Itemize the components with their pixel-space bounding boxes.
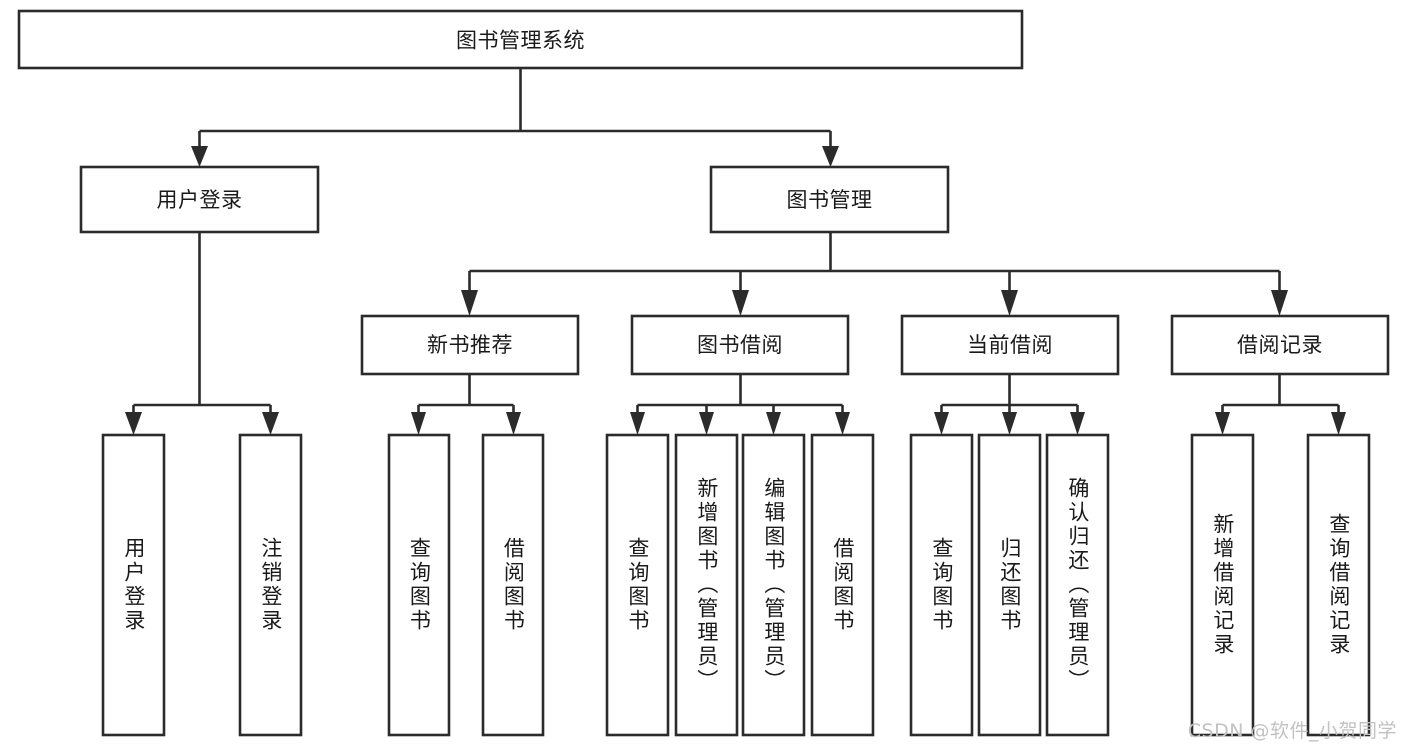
- arrowhead-book-borrow: [732, 290, 749, 316]
- node-borrow-record-label: 借阅记录: [1237, 333, 1323, 357]
- node-current-borrow-box[interactable]: [900, 314, 1120, 376]
- node-book-borrow-box[interactable]: [630, 314, 850, 376]
- connector-group-user-login: [125, 232, 279, 435]
- node-borrow-record-box[interactable]: [1170, 314, 1390, 376]
- leaf-box-query-book-3[interactable]: [909, 433, 974, 737]
- node-book-manage-box[interactable]: [709, 165, 950, 234]
- node-root-label: 图书管理系统: [456, 29, 585, 53]
- leaf-box-query-book-1[interactable]: [387, 433, 451, 737]
- arrowhead-new-book-recommend: [461, 290, 478, 316]
- arrowhead-borrow-record: [1271, 290, 1288, 316]
- arrowhead-leaf-borrow-book-1: [506, 412, 521, 435]
- leaf-box-user-login[interactable]: [101, 433, 166, 737]
- leaf-box-user-logout[interactable]: [238, 433, 303, 737]
- arrowhead-leaf-query-book-1: [411, 412, 426, 435]
- arrowhead-leaf-add-record: [1215, 412, 1230, 435]
- arrowhead-user-login: [191, 146, 208, 167]
- arrowhead-leaf-add-book: [699, 412, 714, 435]
- leaf-box-query-record[interactable]: [1306, 433, 1371, 737]
- arrowhead-leaf-user-login: [125, 412, 142, 435]
- node-book-borrow-label: 图书借阅: [697, 333, 783, 357]
- leaf-box-edit-book[interactable]: [741, 433, 806, 737]
- arrowhead-leaf-query-book-2: [630, 412, 645, 435]
- arrowhead-leaf-return-book: [1002, 412, 1017, 435]
- arrowhead-leaf-query-book-3: [934, 412, 949, 435]
- leaf-box-borrow-book-2[interactable]: [810, 433, 875, 737]
- node-root-box[interactable]: [17, 9, 1024, 70]
- arrowhead-leaf-edit-book: [766, 412, 781, 435]
- leaf-box-add-record[interactable]: [1190, 433, 1255, 737]
- connector-group-borrow-record: [1215, 374, 1346, 435]
- connector-group-current-borrow: [934, 374, 1085, 435]
- connector-group-new-book-recommend: [411, 374, 521, 435]
- node-user-login-box[interactable]: [79, 165, 320, 234]
- leaf-box-add-book[interactable]: [674, 433, 739, 737]
- arrowhead-leaf-query-record: [1331, 412, 1346, 435]
- arrowhead-leaf-borrow-book-2: [835, 412, 850, 435]
- arrowhead-leaf-user-logout: [262, 412, 279, 435]
- leaf-box-confirm-return[interactable]: [1045, 433, 1110, 737]
- node-new-book-recommend-label: 新书推荐: [427, 333, 513, 357]
- arrowhead-book-manage: [822, 146, 839, 167]
- connector-group-book-borrow: [630, 374, 850, 435]
- arrowhead-current-borrow: [1001, 290, 1018, 316]
- connector-group-book-manage: [461, 232, 1288, 316]
- node-new-book-recommend-box[interactable]: [360, 314, 580, 376]
- node-book-manage-label: 图书管理: [787, 188, 873, 212]
- csdn-watermark: CSDN @软件_小贺同学: [1187, 720, 1397, 742]
- leaf-box-borrow-book-1[interactable]: [481, 433, 545, 737]
- node-user-login-label: 用户登录: [157, 188, 243, 212]
- node-current-borrow-label: 当前借阅: [967, 333, 1053, 357]
- arrowhead-leaf-confirm-return: [1070, 412, 1085, 435]
- connector-group-root: [191, 68, 839, 167]
- leaf-box-return-book[interactable]: [977, 433, 1042, 737]
- leaf-box-query-book-2[interactable]: [605, 433, 670, 737]
